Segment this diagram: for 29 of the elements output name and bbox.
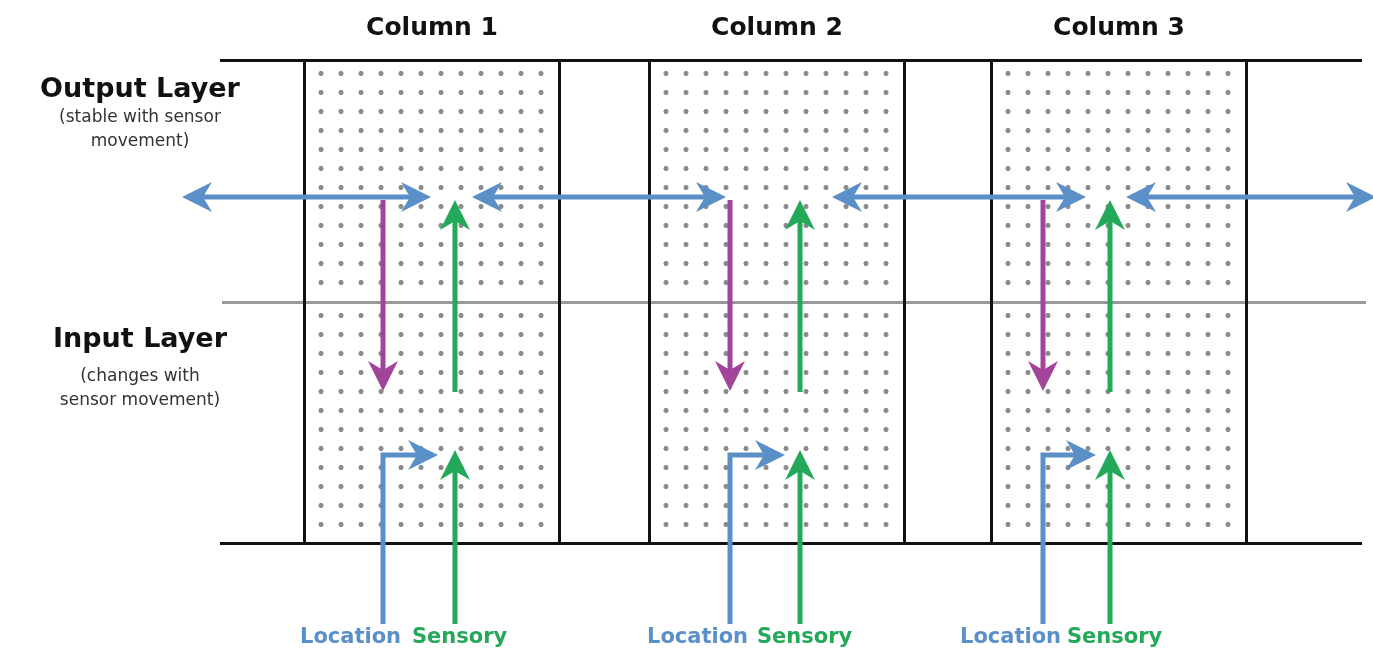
- arrow: [380, 440, 438, 624]
- input-label: Sensory: [1067, 624, 1163, 656]
- column-heading: Column 3: [1052, 12, 1186, 41]
- arrow: [1095, 450, 1125, 624]
- input-label: Sensory: [757, 624, 853, 656]
- layer-title: Input Layer: [52, 322, 228, 353]
- layer-note: (changes with sensor movement): [58, 364, 222, 411]
- arrow: [368, 200, 398, 391]
- column-heading: Column 2: [710, 12, 844, 41]
- layer-title: Output Layer: [39, 72, 241, 103]
- arrow: [832, 182, 1086, 212]
- arrow: [715, 200, 745, 391]
- arrow: [1028, 200, 1058, 391]
- layer-note: (stable with sensor movement): [58, 105, 222, 152]
- arrow: [785, 450, 815, 624]
- arrow: [727, 440, 785, 624]
- arrow: [1095, 200, 1125, 392]
- arrow: [1040, 440, 1096, 624]
- input-label: Location: [300, 624, 402, 656]
- input-label: Sensory: [412, 624, 508, 656]
- arrow: [785, 200, 815, 392]
- input-label: Location: [647, 624, 749, 656]
- column-heading: Column 1: [365, 12, 499, 41]
- arrow: [440, 450, 470, 624]
- input-label: Location: [960, 624, 1062, 656]
- arrow: [472, 182, 726, 212]
- arrow: [440, 200, 470, 392]
- arrow: [1126, 182, 1373, 212]
- arrow: [182, 182, 431, 212]
